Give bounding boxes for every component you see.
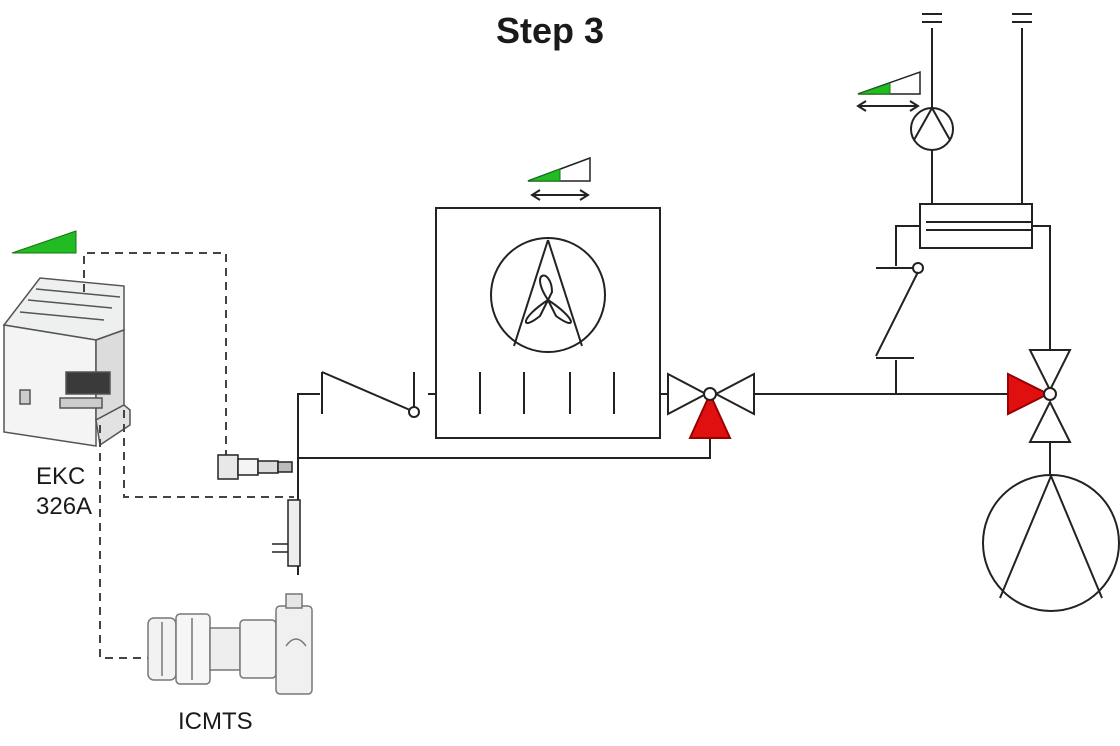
expansion-valve-icon [667,372,755,439]
pipe-caps [922,13,1032,23]
pressure-switch-icon [875,262,924,359]
solenoid-valve-icon [1007,349,1072,443]
controller-label-model: EKC [36,463,86,490]
compressor-icon [982,474,1120,612]
valve-label: ICMTS [178,708,253,735]
pump-icon [910,107,954,151]
icmts-valve-icon [147,593,313,695]
fan-icon [490,237,606,353]
check-valve-icon [321,371,420,418]
controller-signal-indicator [11,230,77,254]
pressure-transmitter-icon [217,454,293,480]
fan-speed-indicator [527,156,591,201]
signal-wiring [83,252,294,659]
ekc-controller-icon [2,277,131,447]
heat-exchanger-icon [919,203,1033,249]
riser-fitting-icon [272,499,301,567]
diagram-title: Step 3 [495,10,605,51]
pump-speed-indicator [856,70,921,112]
piping [297,28,1051,575]
controller-label-number: 326A [36,493,93,520]
